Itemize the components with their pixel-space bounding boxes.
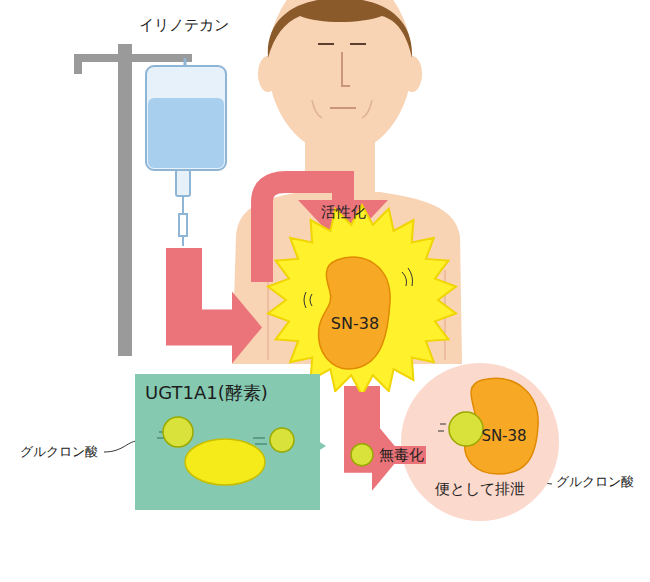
node-text: イリノテカン (118, 16, 250, 34)
enzyme-shape (185, 439, 265, 485)
sn38-bean: SN-38 (438, 374, 544, 478)
nose (342, 52, 350, 86)
edge-label: 無毒化 (377, 446, 426, 464)
burst-shape (262, 202, 462, 392)
hair (268, 0, 412, 58)
enzyme-box: UGT1A1(酵素) (135, 374, 320, 510)
iv-liquid (148, 98, 224, 168)
face (268, 0, 412, 154)
excretion-circle: 便として排泄 SN-38 (400, 362, 560, 522)
cheek-lines (312, 100, 372, 118)
burst-star (268, 205, 456, 392)
drip-chamber (176, 170, 190, 196)
burst-node: SN-38 (262, 202, 462, 392)
node-text: UGT1A1(酵素) (135, 374, 320, 404)
mouth (330, 107, 356, 109)
glucuronic-acid (449, 412, 483, 446)
node-text: 便として排泄 (435, 480, 525, 498)
glucuronic-acid (163, 417, 193, 447)
iv-bag (146, 66, 226, 170)
sn38-bean (319, 257, 390, 369)
eyes (318, 43, 366, 45)
process-label: 活性化 (321, 203, 366, 221)
callout-label: グルクロン酸 (20, 444, 98, 460)
iv-pole (118, 44, 132, 356)
node-text: SN-38 (481, 427, 526, 445)
flow-arrow (351, 386, 402, 491)
callout-label: グルクロン酸 (556, 474, 634, 490)
arrow-body (184, 248, 234, 327)
tube-connector (179, 214, 187, 236)
node-text: SN-38 (331, 314, 379, 333)
bean-art (438, 374, 544, 478)
flow-arrow (184, 248, 262, 363)
iv-drug-node: イリノテカン (118, 16, 250, 248)
glucuronic-acid (351, 444, 373, 466)
glucuronic-acid (270, 428, 294, 452)
arrowhead (232, 291, 262, 363)
motion-marks (304, 268, 413, 308)
circle-ground (401, 363, 559, 521)
